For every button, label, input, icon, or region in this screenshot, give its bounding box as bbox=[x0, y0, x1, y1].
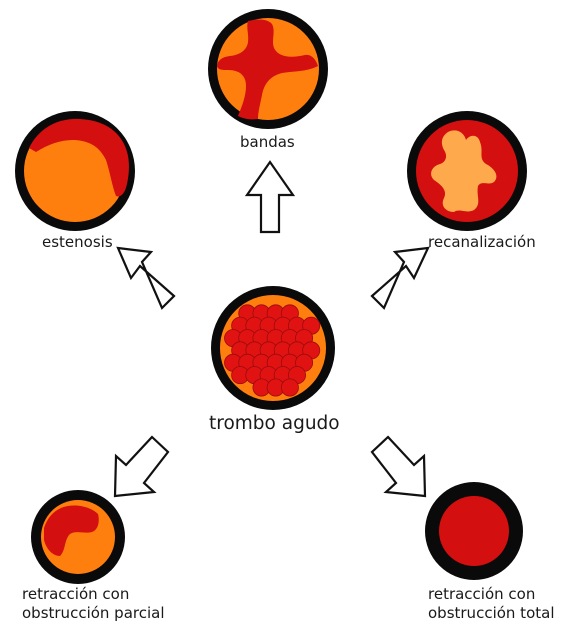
arrow-up-right-icon bbox=[372, 248, 428, 308]
label-line-1: retracción con bbox=[22, 585, 165, 604]
vessel-estenosis-icon bbox=[15, 111, 135, 231]
label-bandas: bandas bbox=[240, 133, 295, 152]
vessel-obstruccion-total-icon bbox=[425, 482, 523, 580]
red-blood-cell bbox=[281, 379, 298, 396]
label-line-2: obstrucción parcial bbox=[22, 604, 165, 623]
arrow-down-left-icon bbox=[115, 437, 168, 496]
arrow-up-left-icon bbox=[118, 248, 174, 308]
label-obstruccion-total: retracción con obstrucción total bbox=[428, 585, 554, 623]
label-line-2: obstrucción total bbox=[428, 604, 554, 623]
arrow-up-icon bbox=[247, 162, 293, 232]
label-trombo-agudo: trombo agudo bbox=[209, 414, 340, 433]
vessel-trombo-agudo-icon bbox=[211, 286, 335, 410]
vessel-obstruccion-parcial-icon bbox=[31, 490, 125, 584]
label-obstruccion-parcial: retracción con obstrucción parcial bbox=[22, 585, 165, 623]
arrow-down-right-icon bbox=[372, 437, 425, 496]
vessel-recanalizacion-icon bbox=[407, 111, 527, 231]
vessel-bandas-icon bbox=[208, 9, 328, 129]
label-estenosis: estenosis bbox=[42, 233, 113, 252]
label-line-1: retracción con bbox=[428, 585, 554, 604]
label-recanalizacion: recanalización bbox=[428, 233, 536, 252]
